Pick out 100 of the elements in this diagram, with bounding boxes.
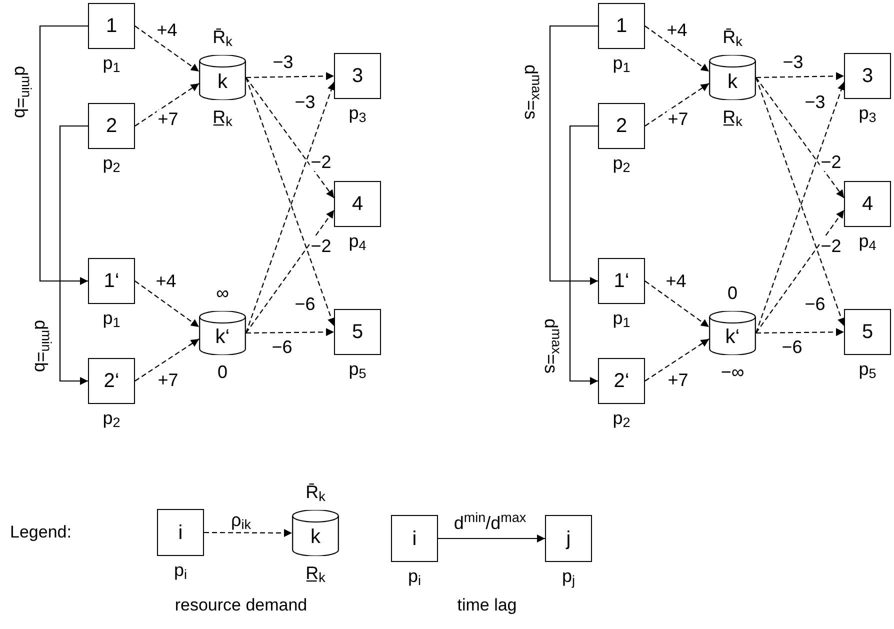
node-label: i <box>412 528 417 548</box>
legend-caption: time lag <box>457 596 517 614</box>
node-label: k <box>310 527 320 547</box>
parameter-label: −∞ <box>720 363 744 381</box>
resource-cylinder <box>292 510 339 556</box>
edge-label: +7 <box>666 110 690 128</box>
node-label: 2 <box>106 116 118 136</box>
dashed-arrow <box>246 210 334 334</box>
node-label: k‘ <box>215 327 230 347</box>
node-label: 1 <box>106 16 118 36</box>
arrow <box>59 125 88 385</box>
parameter-label: p$_{i}$ <box>174 561 187 579</box>
edge-label: −2 <box>310 153 332 171</box>
edge-label: −3 <box>782 53 804 71</box>
node-label: 2‘ <box>614 371 630 391</box>
edge-label: +7 <box>156 110 180 128</box>
process-box <box>157 509 204 556</box>
legend-title: Legend: <box>10 524 72 540</box>
resource-cylinder <box>709 311 756 355</box>
process-box <box>88 258 135 304</box>
process-box <box>88 103 135 149</box>
node-label: j <box>566 528 571 548</box>
dashed-arrow <box>756 328 844 336</box>
process-box <box>598 103 645 149</box>
dashed-arrow <box>246 328 334 336</box>
parameter-label: R̲$_{k}$ <box>722 108 742 126</box>
edge-label: +4 <box>156 21 178 39</box>
arrow <box>569 125 598 385</box>
parameter-label: p$_{2}$ <box>612 409 630 427</box>
parameter-label: p$_{1}$ <box>102 309 120 327</box>
parameter-label: p$_{2}$ <box>102 409 120 427</box>
parameter-label: p$_{4}$ <box>858 232 876 250</box>
parameter-label: R̄$_{k}$ <box>212 28 232 46</box>
edge-label: +7 <box>156 371 180 389</box>
edge-label: −2 <box>310 237 332 255</box>
process-box <box>598 3 645 49</box>
parameter-label: 0 <box>728 284 738 302</box>
edge-label: +7 <box>666 371 690 389</box>
process-box <box>334 181 381 227</box>
parameter-label: p$_{3}$ <box>348 104 366 122</box>
dashed-arrow <box>246 77 334 198</box>
parameter-label: R̲$_{k}$ <box>212 108 232 126</box>
parameter-label: p$_{3}$ <box>858 104 876 122</box>
node-label: 1‘ <box>104 271 120 291</box>
parameter-label: R̄$_{k}$ <box>306 483 326 501</box>
dashed-arrow <box>134 338 200 382</box>
dashed-arrow <box>134 280 200 328</box>
dashed-arrow <box>644 280 710 328</box>
node-label: 3 <box>862 66 874 86</box>
process-box <box>88 3 135 49</box>
process-box <box>545 515 592 562</box>
edge-label: +4 <box>664 272 688 290</box>
parameter-label: p$_{i}$ <box>408 567 421 585</box>
parameter-label: ∞ <box>216 284 229 302</box>
process-box <box>334 53 381 99</box>
resource-cylinder <box>709 55 756 100</box>
dashed-arrow <box>756 72 844 80</box>
resource-cylinder <box>199 311 246 355</box>
edge-label: −3 <box>272 53 294 71</box>
process-box <box>844 53 891 99</box>
node-label: 3 <box>352 66 364 86</box>
parameter-label: 0 <box>218 363 228 381</box>
process-box <box>391 515 438 562</box>
edge-label: −6 <box>294 295 316 313</box>
arrow <box>39 25 88 285</box>
process-box <box>334 309 381 355</box>
dashed-arrow <box>134 83 200 126</box>
parameter-label: p$_{2}$ <box>612 154 630 172</box>
edge-label: −3 <box>804 93 826 111</box>
resource-cylinder <box>199 55 246 100</box>
dashed-arrow <box>644 338 710 382</box>
dashed-arrow <box>644 83 710 126</box>
edge-label: d$^{min}$/d$^{max}$ <box>452 514 528 532</box>
parameter-label: p$_{4}$ <box>348 232 366 250</box>
node-label: k <box>728 72 738 92</box>
node-label: 1 <box>616 16 628 36</box>
parameter-label: p$_{1}$ <box>612 309 630 327</box>
process-box <box>88 358 135 404</box>
arrow <box>549 25 598 285</box>
node-label: 4 <box>862 194 874 214</box>
node-label: k‘ <box>725 327 740 347</box>
node-label: 4 <box>352 194 364 214</box>
parameter-label: p$_{1}$ <box>102 54 120 72</box>
node-label: 5 <box>862 322 874 342</box>
process-box <box>844 309 891 355</box>
parameter-label: p$_{2}$ <box>102 154 120 172</box>
node-label: 5 <box>352 322 364 342</box>
node-label: 1‘ <box>614 271 630 291</box>
node-label: 2 <box>616 116 628 136</box>
edge-label: −6 <box>804 295 826 313</box>
process-box <box>598 258 645 304</box>
arrow <box>438 534 545 542</box>
parameter-label: R̄$_{k}$ <box>722 28 742 46</box>
edge-label: −3 <box>294 93 316 111</box>
edge-label: −2 <box>820 237 842 255</box>
parameter-label: p$_{5}$ <box>858 360 876 378</box>
node-label: k <box>218 72 228 92</box>
dashed-arrow <box>134 26 200 72</box>
node-label: 2‘ <box>104 371 120 391</box>
process-box <box>598 358 645 404</box>
